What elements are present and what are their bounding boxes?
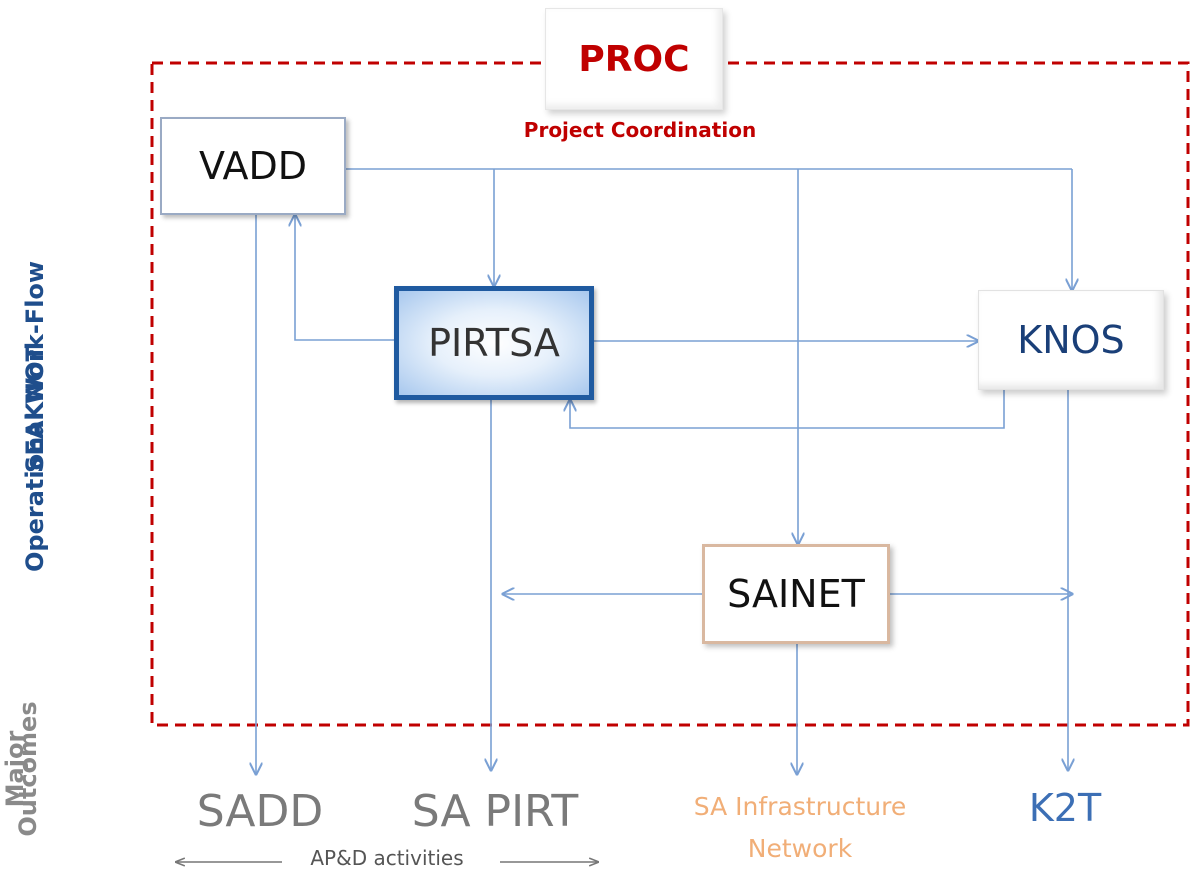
node-vadd: VADD <box>160 117 346 215</box>
outcome-k2t: K2T <box>1028 786 1102 830</box>
outcome-sadd: SADD <box>196 786 324 837</box>
side-label-workflow: Operational Work-Flow <box>21 260 49 572</box>
outcome-sa-pirt: SA PIRT <box>411 786 579 837</box>
project-coordination-label: Project Coordination <box>523 118 757 142</box>
project-boundary <box>150 61 1190 727</box>
node-proc-label: PROC <box>578 38 690 80</box>
node-pirtsa: PIRTSA <box>394 286 594 400</box>
node-vadd-label: VADD <box>198 144 308 188</box>
outcome-sa-infrastructure-line1: SA Infrastructure <box>693 792 907 821</box>
connector-pirtsa-to-vadd <box>295 215 394 341</box>
node-knos-label: KNOS <box>1017 318 1125 362</box>
node-sainet: SAINET <box>702 544 890 644</box>
node-knos: KNOS <box>978 290 1164 390</box>
outcome-sa-infrastructure: SA Infrastructure Network <box>650 786 950 870</box>
apd-activities-label: AP&D activities <box>310 846 464 870</box>
outcome-sa-infrastructure-line2: Network <box>747 834 853 863</box>
connector-knos-to-pirtsa <box>570 390 1005 429</box>
node-pirtsa-label: PIRTSA <box>428 321 560 365</box>
side-label-outcomes: Outcomes <box>14 701 42 837</box>
node-proc: PROC <box>545 8 723 110</box>
node-sainet-label: SAINET <box>727 572 865 616</box>
